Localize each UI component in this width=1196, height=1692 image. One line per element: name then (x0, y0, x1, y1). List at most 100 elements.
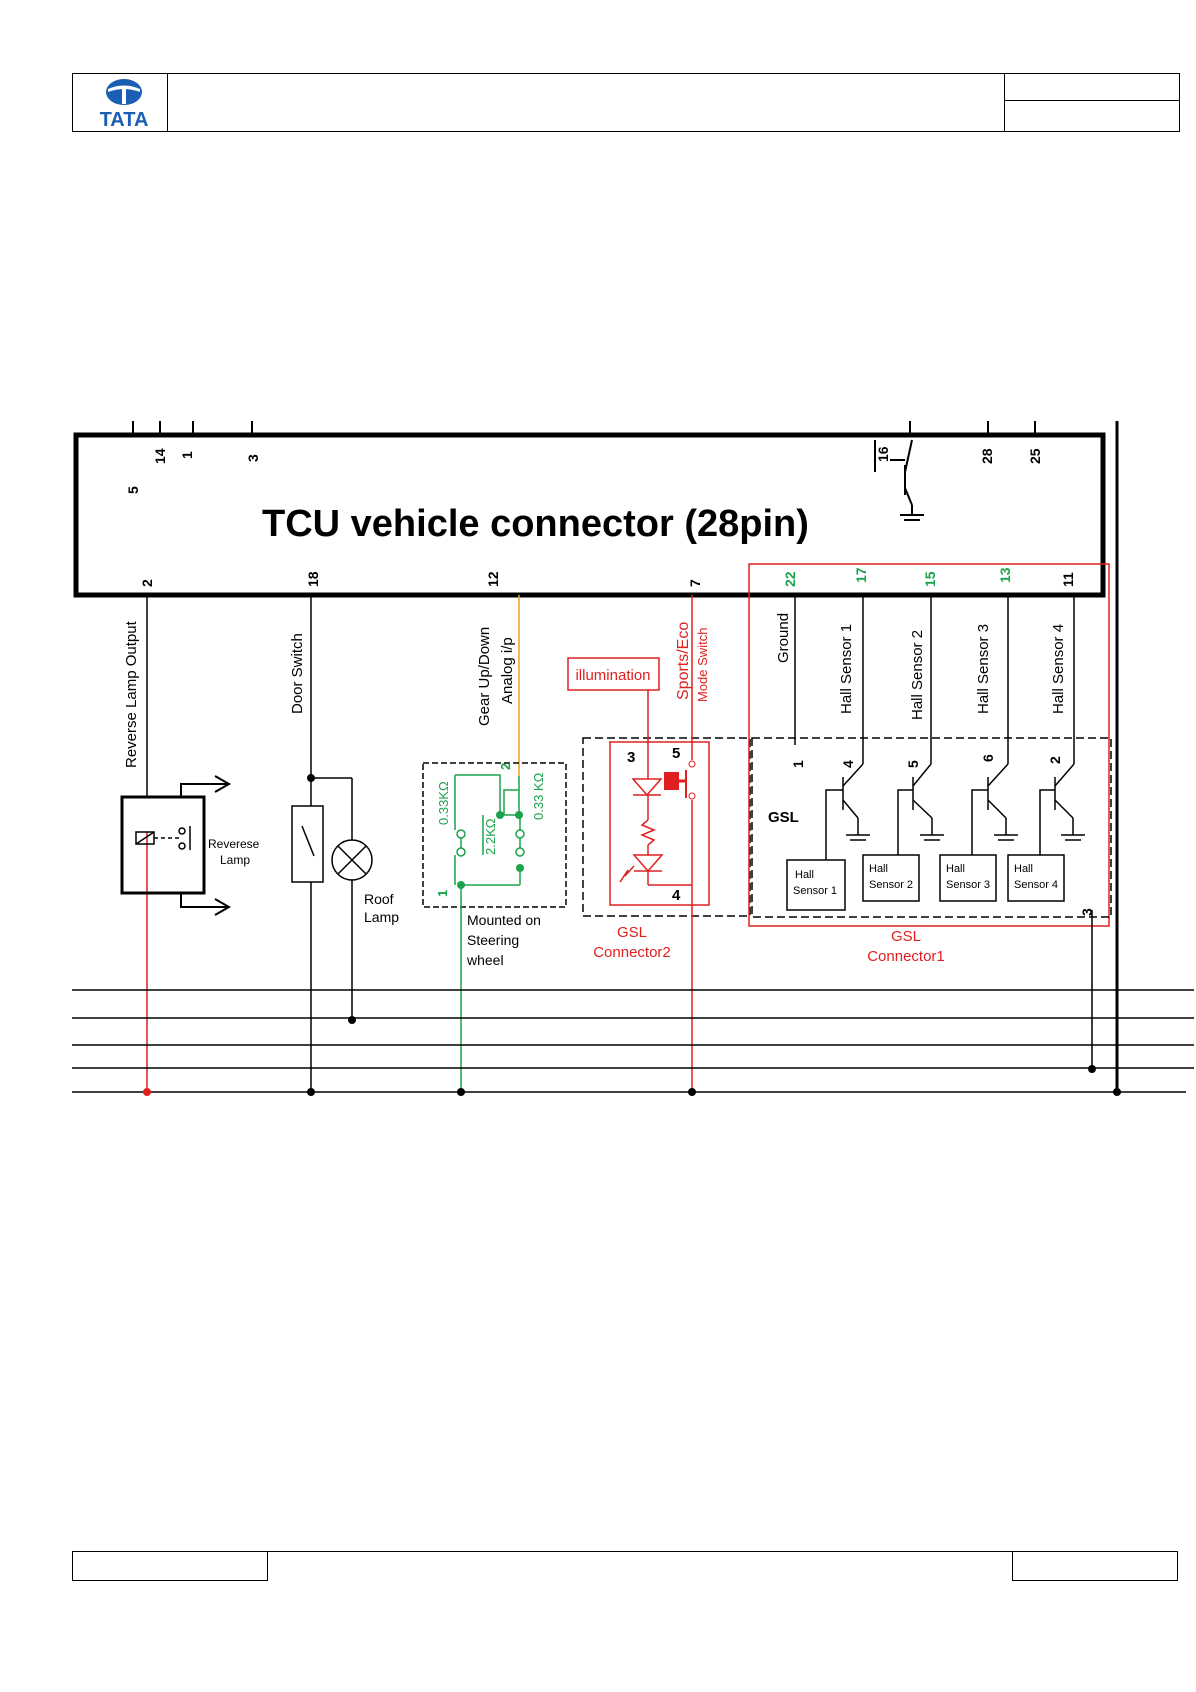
gsl1-pin5-label: 5 (905, 760, 921, 768)
hall-sensor-2-line2: Sensor 2 (869, 879, 913, 891)
hall-sensor-box-1 (786, 859, 846, 911)
gsl2-inner-box (609, 741, 710, 906)
label-ground: Ground (775, 613, 792, 663)
hall-transistor-3 (971, 763, 1018, 860)
label-reverse-lamp-output: Reverse Lamp Output (123, 620, 140, 768)
gsl2-illumination-box (567, 657, 660, 691)
steering-label-3: wheel (466, 952, 504, 968)
pin-top-5: 5 (125, 486, 141, 494)
gsl2-connector-label-1: GSL (617, 924, 647, 941)
door-switch-circuit (291, 595, 353, 1090)
pin-bottom-15: 15 (922, 571, 938, 587)
pin-bottom-13: 13 (997, 567, 1013, 583)
pin-top-16: 16 (875, 446, 891, 462)
footer-top-line (268, 1551, 1012, 1552)
label-hall-sensor-1: Hall Sensor 1 (838, 624, 855, 714)
pin-bottom-17: 17 (853, 567, 869, 583)
gsl2-pin4-label: 4 (672, 887, 681, 904)
gsl2-circuit (619, 595, 693, 1090)
gsl1-black-dashed-box (751, 737, 1112, 918)
roof-lamp-label-1: Roof (364, 891, 394, 907)
tcu-internal-transistor (874, 439, 924, 521)
label-mode-switch: Mode Switch (695, 628, 710, 702)
pin-bottom-22: 22 (782, 571, 798, 587)
bus-nodes (143, 1088, 1121, 1096)
hall-sensor-4-line1: Hall (1014, 863, 1033, 875)
tcu-connector-box (73, 432, 1106, 598)
gsl1-red-outline (748, 563, 1110, 927)
gsl1-connector-label-1: GSL (891, 928, 921, 945)
header-logo-cell (72, 73, 168, 132)
tata-logo: TATA (92, 76, 156, 131)
footer-right-cell (1012, 1551, 1178, 1581)
steering-pin2-label: 2 (498, 763, 513, 770)
gsl2-pin5-label: 5 (672, 745, 680, 762)
pin-bottom-11: 11 (1060, 572, 1076, 587)
label-analog-ip: Analog i/p (499, 637, 516, 704)
hall-sensor-1-line2: Sensor 1 (793, 885, 837, 897)
header-right-bottom-cell (1004, 100, 1180, 132)
pin-bottom-12: 12 (485, 571, 501, 587)
hall-transistor-4 (1039, 763, 1085, 860)
reverse-relay-coil (135, 826, 191, 850)
hall-sensor-box-4 (1007, 854, 1065, 902)
reverse-lamp-arrows (180, 775, 232, 916)
roof-lamp-icon (331, 839, 373, 881)
label-hall-sensor-3: Hall Sensor 3 (975, 624, 992, 714)
pin-top-25: 25 (1027, 448, 1043, 464)
label-door-switch: Door Switch (289, 633, 306, 714)
gsl2-mode-button (664, 772, 679, 790)
hall-transistor-2 (897, 763, 944, 860)
hall-sensor-3-line2: Sensor 3 (946, 879, 990, 891)
gsl2-contact-top (688, 760, 696, 768)
gsl1-gsl-label: GSL (768, 809, 799, 826)
gsl2-illumination-label: illumination (575, 667, 650, 684)
gsl1-pin6-label: 6 (980, 754, 996, 762)
node-gsl1-pin3 (1088, 1065, 1096, 1073)
hall-sensor-box-2 (862, 854, 920, 902)
footer-left-cell (72, 1551, 268, 1581)
bus-lines (72, 989, 1194, 1093)
node-door-top (307, 774, 315, 782)
hall-sensor-3-line1: Hall (946, 863, 965, 875)
reverse-relay-box (120, 795, 206, 895)
hall-transistor-1 (825, 763, 870, 860)
pin-bottom-7: 7 (687, 579, 703, 587)
steering-label-1: Mounted on (467, 912, 541, 928)
gsl1-pin4-label: 4 (840, 760, 856, 768)
steering-pin1-label: 1 (435, 890, 450, 897)
gsl2-pin3-label: 3 (627, 749, 635, 766)
pin-top-3: 3 (245, 454, 261, 462)
pin-top-28: 28 (979, 448, 995, 464)
hall-sensor-2-line1: Hall (869, 863, 888, 875)
steering-r3-label: 0.33 KΩ (531, 772, 546, 820)
label-sports-eco: Sports/Eco (675, 622, 692, 700)
hall-sensor-4-line2: Sensor 4 (1014, 879, 1058, 891)
gsl2-connector-label-2: Connector2 (593, 944, 671, 961)
steering-label-2: Steering (467, 932, 519, 948)
pin-top-14: 14 (152, 448, 168, 464)
tata-logo-emblem (106, 79, 142, 105)
tata-logo-text: TATA (100, 109, 149, 130)
reverse-lamp-label-1: Reverese (208, 837, 260, 851)
pin-top-1: 1 (179, 451, 195, 459)
steering-contacts (456, 829, 525, 857)
top-pin-stubs (132, 421, 1036, 435)
steering-r1-label: 0.33KΩ (436, 781, 451, 825)
label-hall-sensor-2: Hall Sensor 2 (909, 630, 926, 720)
gsl2-outer-box (582, 737, 751, 917)
label-gear-updown: Gear Up/Down (476, 627, 493, 726)
tcu-title: TCU vehicle connector (28pin) (262, 503, 809, 545)
gsl2-contact-bottom (688, 792, 696, 800)
hall-sensor-box-3 (939, 854, 997, 902)
roof-lamp-label-2: Lamp (364, 909, 399, 925)
gsl1-pin2-label: 2 (1047, 756, 1063, 764)
pin-bottom-18: 18 (305, 571, 321, 587)
steering-nodes (457, 811, 524, 889)
steering-r2-label: 2.2KΩ (483, 818, 498, 855)
gsl1-pin1-label: 1 (790, 760, 806, 768)
hall-sensor-1-line1: Hall (795, 869, 814, 881)
reverse-lamp-label-2: Lamp (220, 853, 250, 867)
node-roof-lamp-bottom (348, 1016, 356, 1024)
